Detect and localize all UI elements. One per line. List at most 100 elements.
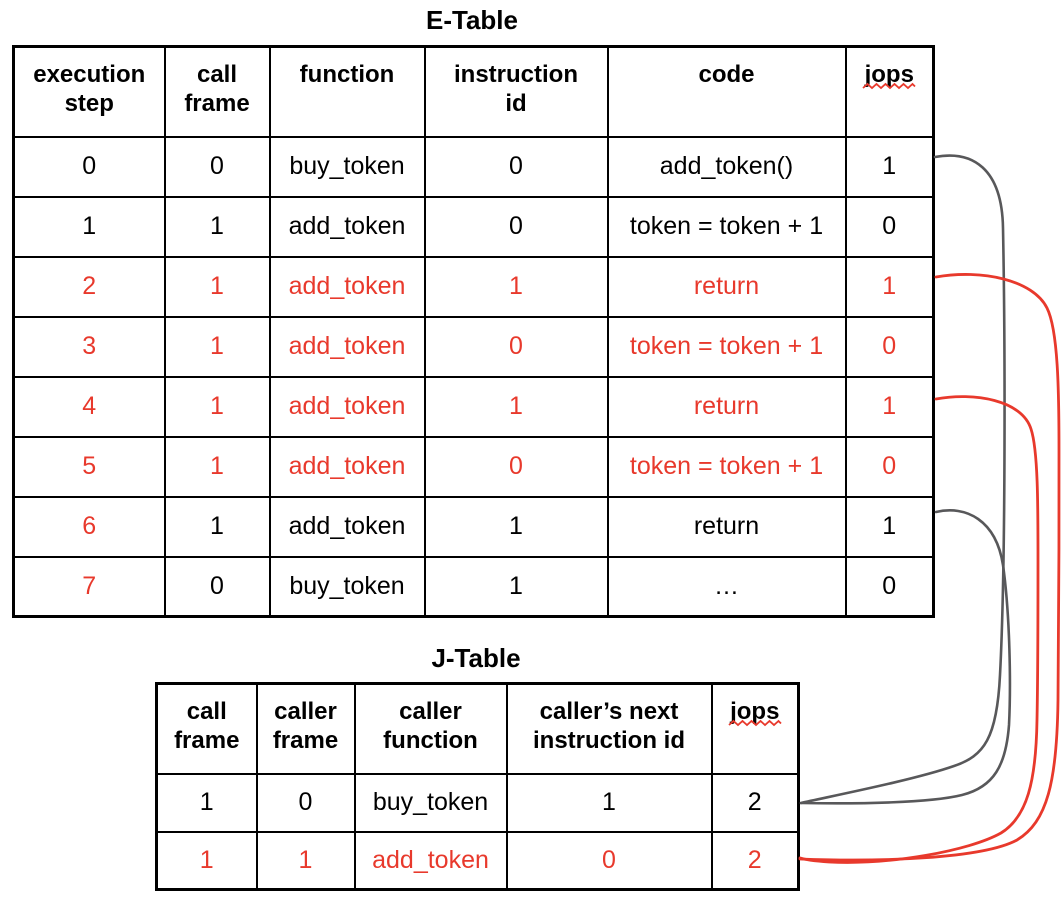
- j-table-cell: 0: [255, 772, 356, 833]
- e-table-cell: 1: [844, 495, 935, 558]
- j-table-header-callers-next-instruction-id: caller’s next instruction id: [505, 682, 713, 775]
- e-table-cell: return: [606, 255, 847, 318]
- e-table-cell: token = token + 1: [606, 315, 847, 378]
- e-table-header-row: execution step call frame function instr…: [12, 45, 935, 138]
- e-table-cell: …: [606, 555, 847, 618]
- j-table-cell: 1: [505, 772, 713, 833]
- jops-label-wrap: jops: [728, 697, 782, 727]
- e-table-cell: 2: [12, 255, 166, 318]
- e-table-cell: 1: [163, 315, 271, 378]
- j-table-cell: 2: [710, 772, 800, 833]
- e-table-cell: token = token + 1: [606, 435, 847, 498]
- e-table-cell: add_token(): [606, 135, 847, 198]
- e-table-cell: 5: [12, 435, 166, 498]
- e-table-row-0: 0 0 buy_token 0 add_token() 1: [12, 135, 935, 198]
- e-table-cell: add_token: [268, 375, 426, 438]
- j-table-title: J-Table: [431, 643, 521, 673]
- e-table-header-function: function: [268, 45, 426, 138]
- j-table-header-row: call frame caller frame caller function …: [155, 682, 800, 775]
- e-table-cell: 0: [12, 135, 166, 198]
- e-table-cell: 1: [163, 195, 271, 258]
- j-table-header-jops: jops: [710, 682, 800, 775]
- e-table-cell: 1: [423, 495, 609, 558]
- e-table-cell: 1: [163, 495, 271, 558]
- header-label: function: [299, 61, 395, 88]
- header-label: execution step: [33, 61, 146, 117]
- e-table-cell: 1: [423, 255, 609, 318]
- e-table-cell: 1: [163, 435, 271, 498]
- e-table-cell: 0: [844, 555, 935, 618]
- j-table-header-call-frame: call frame: [155, 682, 258, 775]
- e-table-cell: 0: [844, 195, 935, 258]
- e-table-header-instruction-id: instruction id: [423, 45, 609, 138]
- e-table-header-execution-step: execution step: [12, 45, 166, 138]
- spellcheck-squiggle-icon: [862, 82, 916, 90]
- e-table-cell: add_token: [268, 315, 426, 378]
- e-table-cell: 7: [12, 555, 166, 618]
- e-table-cell: buy_token: [268, 135, 426, 198]
- e-table-cell: 1: [844, 255, 935, 318]
- e-table-cell: add_token: [268, 195, 426, 258]
- e-table-title: E-Table: [426, 5, 518, 35]
- jops-label: jops: [730, 698, 780, 725]
- e-table-cell: add_token: [268, 435, 426, 498]
- e-table-row-2: 2 1 add_token 1 return 1: [12, 255, 935, 318]
- e-table-cell: 0: [163, 555, 271, 618]
- e-table-row-5: 5 1 add_token 0 token = token + 1 0: [12, 435, 935, 498]
- e-table-cell: 1: [163, 255, 271, 318]
- j-table-cell: 0: [505, 830, 713, 891]
- e-table-cell: buy_token: [268, 555, 426, 618]
- j-table-header-caller-frame: caller frame: [255, 682, 356, 775]
- e-table-cell: 0: [844, 315, 935, 378]
- header-label: caller frame: [272, 698, 339, 754]
- j-table-cell: 2: [710, 830, 800, 891]
- e-table-cell: return: [606, 495, 847, 558]
- e-table-cell: 1: [844, 375, 935, 438]
- e-table-row-7: 7 0 buy_token 1 … 0: [12, 555, 935, 618]
- spellcheck-squiggle-icon: [728, 719, 782, 727]
- header-label: caller function: [383, 698, 478, 754]
- e-table-cell: add_token: [268, 495, 426, 558]
- header-label: instruction id: [454, 61, 578, 117]
- e-table-cell: 1: [12, 195, 166, 258]
- e-table-row-1: 1 1 add_token 0 token = token + 1 0: [12, 195, 935, 258]
- j-table-cell: add_token: [353, 830, 508, 891]
- j-table-row-0: 1 0 buy_token 1 2: [155, 772, 800, 833]
- jops-label: jops: [864, 61, 914, 88]
- j-table-cell: 1: [255, 830, 356, 891]
- header-label: caller’s next instruction id: [533, 698, 685, 754]
- e-table-header-jops: jops: [844, 45, 935, 138]
- e-table-cell: token = token + 1: [606, 195, 847, 258]
- header-label: code: [698, 61, 755, 88]
- e-table-cell: 3: [12, 315, 166, 378]
- e-table-cell: 0: [423, 195, 609, 258]
- e-table-cell: 0: [423, 315, 609, 378]
- j-table-cell: buy_token: [353, 772, 508, 833]
- j-table-header-caller-function: caller function: [353, 682, 508, 775]
- e-table-cell: 1: [844, 135, 935, 198]
- e-table-cell: add_token: [268, 255, 426, 318]
- header-label: call frame: [174, 698, 240, 754]
- e-table-cell: 1: [163, 375, 271, 438]
- e-table-cell: 0: [423, 135, 609, 198]
- e-table-cell: 1: [423, 555, 609, 618]
- e-table: execution step call frame function instr…: [12, 45, 935, 618]
- header-label: call frame: [184, 61, 250, 117]
- e-table-row-4: 4 1 add_token 1 return 1: [12, 375, 935, 438]
- e-table-cell: 0: [423, 435, 609, 498]
- j-table-cell: 1: [155, 830, 258, 891]
- e-table-cell: 6: [12, 495, 166, 558]
- e-table-header-call-frame: call frame: [163, 45, 271, 138]
- j-table-row-1: 1 1 add_token 0 2: [155, 830, 800, 891]
- e-table-row-3: 3 1 add_token 0 token = token + 1 0: [12, 315, 935, 378]
- e-table-cell: 4: [12, 375, 166, 438]
- jops-label-wrap: jops: [862, 60, 916, 90]
- e-table-cell: return: [606, 375, 847, 438]
- j-table: call frame caller frame caller function …: [155, 682, 800, 891]
- e-table-row-6: 6 1 add_token 1 return 1: [12, 495, 935, 558]
- e-table-cell: 0: [844, 435, 935, 498]
- e-table-header-code: code: [606, 45, 847, 138]
- e-table-cell: 1: [423, 375, 609, 438]
- e-table-cell: 0: [163, 135, 271, 198]
